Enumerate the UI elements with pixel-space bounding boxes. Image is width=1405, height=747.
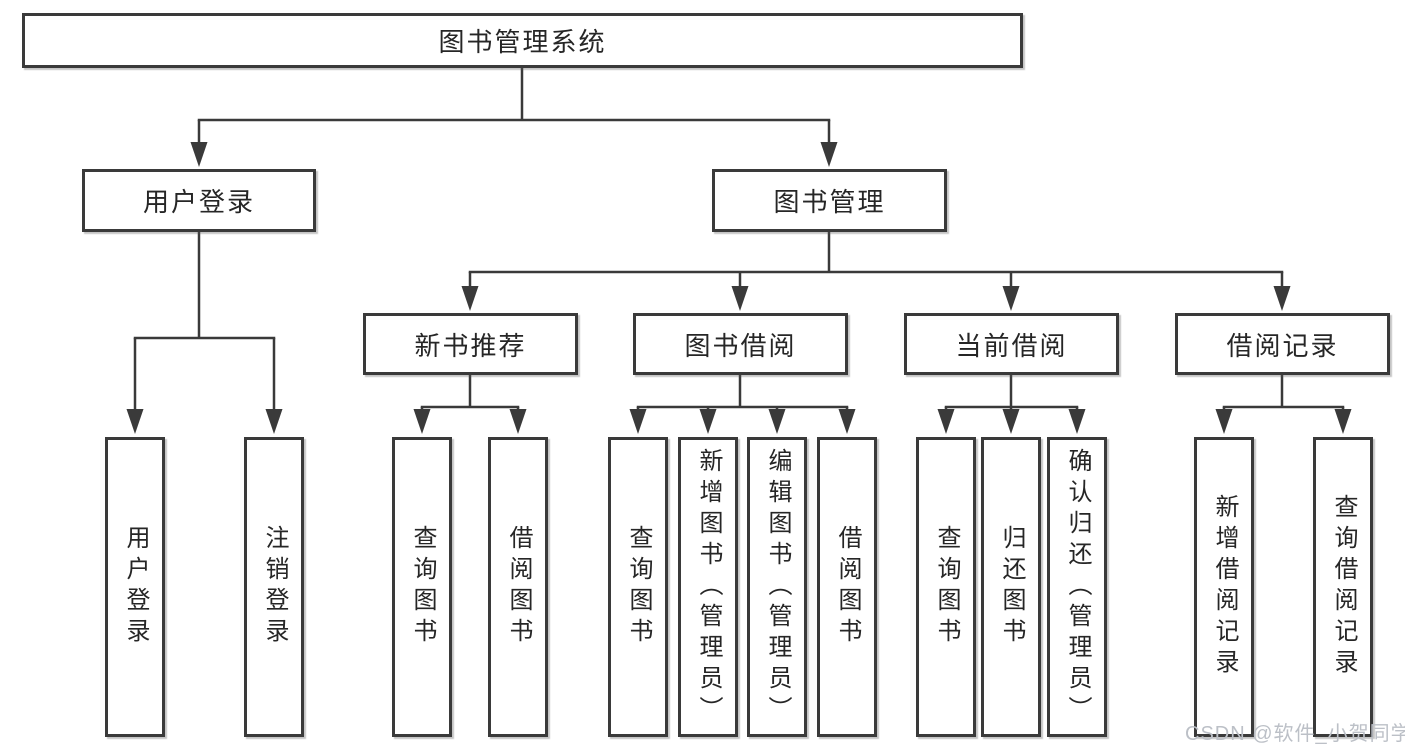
leaf-label: 归还图书	[998, 525, 1025, 649]
leaf-add-books-admin: 新增图书（管理员）	[678, 437, 738, 737]
leaf-label: 新增借阅记录	[1211, 494, 1238, 680]
node-label: 图书管理	[773, 187, 886, 217]
leaf-label: 确认归还（管理员）	[1064, 447, 1091, 727]
node-current-borrow: 当前借阅	[904, 313, 1119, 375]
leaf-edit-books-admin: 编辑图书（管理员）	[747, 437, 807, 737]
leaf-user-login: 用户登录	[105, 437, 165, 737]
leaf-label: 用户登录	[122, 525, 149, 649]
node-label: 新书推荐	[414, 330, 527, 361]
leaf-query-borrow-record: 查询借阅记录	[1313, 437, 1373, 737]
node-label: 用户登录	[142, 187, 255, 217]
leaf-borrow-books: 借阅图书	[817, 437, 877, 737]
node-user-login: 用户登录	[82, 169, 316, 232]
leaf-confirm-return-admin: 确认归还（管理员）	[1047, 437, 1107, 737]
node-label: 借阅记录	[1226, 330, 1339, 361]
leaf-logout: 注销登录	[244, 437, 304, 737]
node-book-borrow: 图书借阅	[633, 313, 848, 375]
leaf-label: 查询图书	[933, 525, 960, 649]
leaf-label: 查询图书	[625, 525, 652, 649]
leaf-query-books-borrow: 查询图书	[608, 437, 668, 737]
node-label: 当前借阅	[955, 330, 1068, 361]
leaf-label: 借阅图书	[505, 525, 532, 649]
leaf-borrow-books-recommend: 借阅图书	[488, 437, 548, 737]
leaf-label: 编辑图书（管理员）	[764, 447, 791, 727]
watermark: CSDN @软件_小贺同学	[1185, 723, 1405, 745]
leaf-label: 借阅图书	[834, 525, 861, 649]
leaf-label: 查询借阅记录	[1330, 494, 1357, 680]
node-library-system: 图书管理系统	[22, 13, 1023, 68]
node-book-management: 图书管理	[712, 169, 947, 232]
node-borrow-records: 借阅记录	[1175, 313, 1390, 375]
leaf-label: 新增图书（管理员）	[695, 447, 722, 727]
leaf-return-books: 归还图书	[981, 437, 1041, 737]
leaf-add-borrow-record: 新增借阅记录	[1194, 437, 1254, 737]
leaf-label: 注销登录	[261, 525, 288, 649]
leaf-query-books-recommend: 查询图书	[392, 437, 452, 737]
node-label: 图书借阅	[684, 330, 797, 361]
leaf-label: 查询图书	[409, 525, 436, 649]
node-label: 图书管理系统	[438, 27, 607, 57]
node-new-book-recommend: 新书推荐	[363, 313, 578, 375]
leaf-query-books-current: 查询图书	[916, 437, 976, 737]
